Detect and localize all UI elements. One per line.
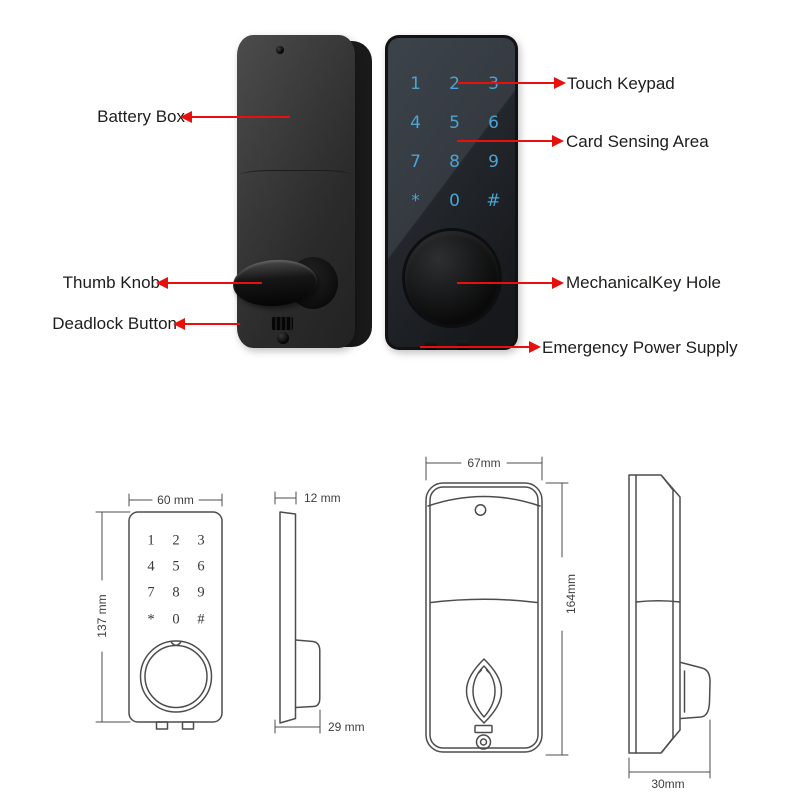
card-sensing-area-label: Card Sensing Area [566, 132, 709, 151]
emergency-power-contact [457, 340, 469, 350]
drawing-keypad-key: 0 [172, 612, 179, 628]
emergency-power-supply-arrow [420, 341, 541, 353]
arrow-head-right-icon [552, 277, 564, 289]
dim-29mm-lines [274, 709, 321, 734]
drawing-keypad-key: # [197, 612, 204, 628]
keypad-key: 0 [449, 190, 460, 211]
dim-front-height-label: 137 mm [95, 594, 109, 637]
front-drawing-knob-inner [144, 644, 208, 709]
keypad-key: 5 [449, 112, 460, 133]
battery-box-seam [240, 170, 352, 181]
drawing-keypad-key: 3 [197, 533, 204, 549]
front-drawing-tab [181, 721, 195, 730]
dim-67mm-lines [425, 456, 543, 481]
keypad-key: 2 [449, 73, 460, 94]
drawing-keypad-key: 6 [197, 559, 204, 575]
front-drawing-knob-notch [170, 641, 182, 646]
back-drawing-seam [430, 598, 538, 604]
back-drawing-thumbturn-detail [477, 669, 491, 674]
mechanical-key-hole-arrow [457, 277, 564, 289]
dimension-drawings-svg: 60 mm 137 mm 12 mm 29 mm 67mm 164mm 30mm… [95, 456, 711, 791]
dim-front-depth-top-label: 12 mm [304, 491, 341, 505]
front-drawing-tab [155, 721, 169, 730]
back-drawing-outline-outer [425, 482, 543, 753]
back-drawing-thumbturn-outer [465, 658, 503, 724]
back-drawing-screw-inner [479, 738, 488, 746]
arrow-head-right-icon [554, 77, 566, 89]
dim-30mm-lines [628, 719, 711, 779]
drawing-keypad-key: 4 [147, 559, 155, 575]
top-screw-icon [276, 46, 284, 54]
arrow-head-right-icon [529, 341, 541, 353]
dimension-drawings: 60 mm 137 mm 12 mm 29 mm 67mm 164mm 30mm… [0, 440, 800, 800]
keypad-key: 1 [410, 73, 421, 94]
keypad-key: # [486, 190, 501, 211]
emergency-power-supply-label: Emergency Power Supply [542, 338, 738, 357]
arrow-head-left-icon [180, 111, 192, 123]
drawing-keypad-key: 5 [172, 559, 179, 575]
back-drawing-screw-hole [474, 504, 487, 516]
touch-keypad-label: Touch Keypad [567, 74, 675, 93]
touch-keypad: 1 2 3 4 5 6 7 8 9 * 0 # [396, 64, 513, 220]
dim-back-width-label: 67mm [467, 456, 500, 470]
back-side-drawing-seam [635, 600, 681, 603]
bottom-screw-icon [277, 332, 289, 344]
dim-back-height-label: 164mm [564, 574, 578, 614]
keypad-key: 6 [488, 112, 499, 133]
back-side-drawing-slab [628, 474, 681, 754]
deadlock-button-arrow [173, 318, 240, 330]
touch-keypad-arrow [458, 77, 566, 89]
card-sensing-area-arrow [457, 135, 564, 147]
back-drawing-screw-outer [475, 734, 492, 750]
drawing-keypad-key: 8 [172, 585, 179, 601]
dim-front-width-label: 60 mm [157, 493, 194, 507]
arrow-head-right-icon [552, 135, 564, 147]
drawing-keypad-key: * [147, 612, 154, 628]
front-lock-body: 1 2 3 4 5 6 7 8 9 * 0 # [385, 35, 518, 350]
mechanical-key-hole-photo [405, 231, 499, 325]
arrow-head-left-icon [156, 277, 168, 289]
keypad-key: 8 [449, 151, 460, 172]
back-drawing-outline-inner [429, 486, 539, 749]
deadlock-button-label: Deadlock Button [52, 314, 177, 333]
back-drawing-latch [474, 724, 493, 734]
back-side-drawing-knob [680, 661, 711, 720]
dim-60mm-lines [128, 493, 223, 507]
dim-164mm-lines [545, 482, 569, 756]
thumb-knob-arrow [156, 277, 262, 289]
keypad-key: 4 [410, 112, 421, 133]
thumb-knob-label: Thumb Knob [62, 273, 160, 292]
back-side-drawing-bevel-line [661, 475, 674, 753]
keypad-key: 7 [410, 151, 421, 172]
deadlock-button-photo [271, 316, 294, 331]
drawing-keypad-key: 7 [147, 585, 154, 601]
emergency-power-contact [425, 340, 437, 350]
drawing-keypad-key: 9 [197, 585, 204, 601]
drawing-keypad-key: 1 [147, 533, 154, 549]
back-drawing-top-cap [427, 495, 541, 507]
battery-box-arrow [180, 111, 290, 123]
front-drawing-outline [128, 511, 223, 723]
dim-137mm-lines [95, 511, 131, 723]
keypad-key: * [411, 190, 420, 211]
dim-12mm-lines [274, 491, 297, 505]
dim-front-depth-bottom-label: 29 mm [328, 720, 365, 734]
back-drawing-thumbturn-inner [472, 665, 496, 718]
mechanical-key-hole-label: MechanicalKey Hole [566, 273, 721, 292]
battery-box-label: Battery Box [97, 107, 185, 126]
front-drawing-knob-outer [139, 640, 213, 713]
dim-back-depth-label: 30mm [651, 777, 684, 791]
arrow-head-left-icon [173, 318, 185, 330]
front-side-drawing-slab [279, 511, 297, 724]
keypad-key: 9 [488, 151, 499, 172]
drawing-keypad-key: 2 [172, 533, 179, 549]
front-side-drawing-cylinder [294, 639, 321, 709]
